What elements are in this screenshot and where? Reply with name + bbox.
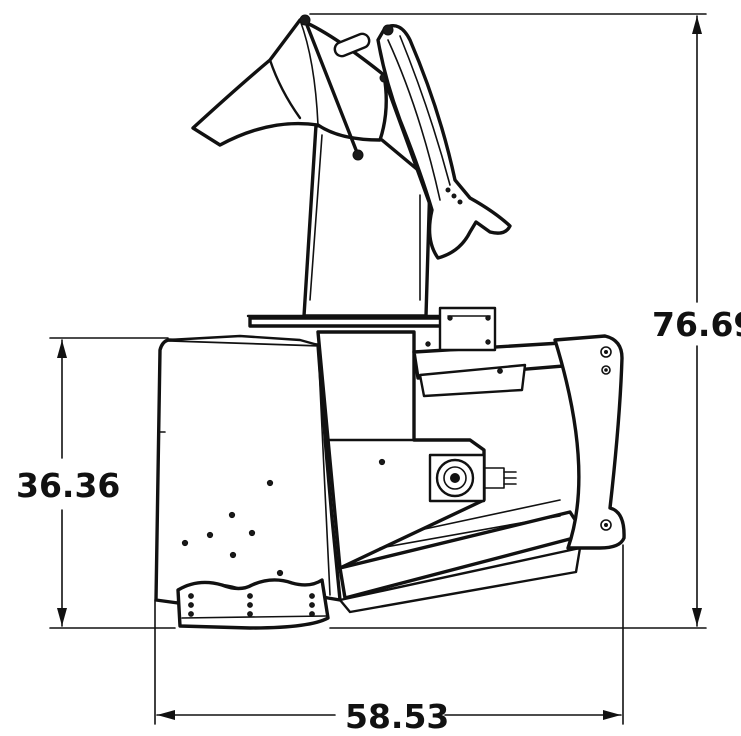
- chute-base: [246, 306, 497, 352]
- gearbox-frame: [316, 330, 486, 570]
- dimension-lines: [49, 13, 707, 725]
- dimension-overall-width: 58.53: [345, 697, 449, 736]
- skid-shoe: [176, 578, 330, 630]
- rotation-handle: [333, 24, 512, 260]
- discharge-chute: [302, 123, 432, 318]
- blower-housing: [154, 334, 342, 605]
- dimension-housing-height: 36.36: [16, 466, 120, 505]
- dimension-overall-height: 76.69: [652, 305, 741, 344]
- mounting-plate: [553, 334, 626, 550]
- hydraulic-motor: [428, 453, 517, 503]
- lower-hitch-arms: [338, 499, 587, 614]
